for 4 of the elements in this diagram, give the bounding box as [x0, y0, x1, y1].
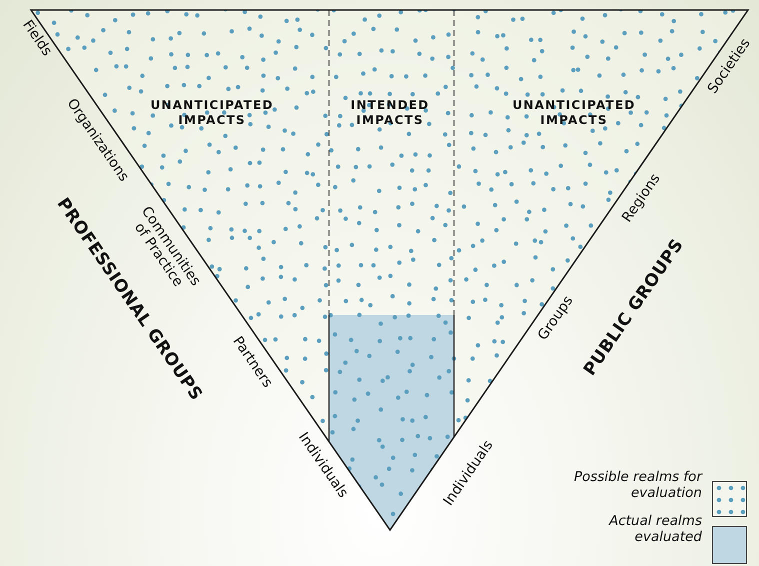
region-label: UNANTICIPATED IMPACTS — [149, 98, 275, 128]
region-label: UNANTICIPATED IMPACTS — [511, 98, 637, 128]
legend-label: Actual realms evaluated — [608, 514, 702, 546]
legend-label: Possible realms for evaluation — [572, 470, 702, 502]
